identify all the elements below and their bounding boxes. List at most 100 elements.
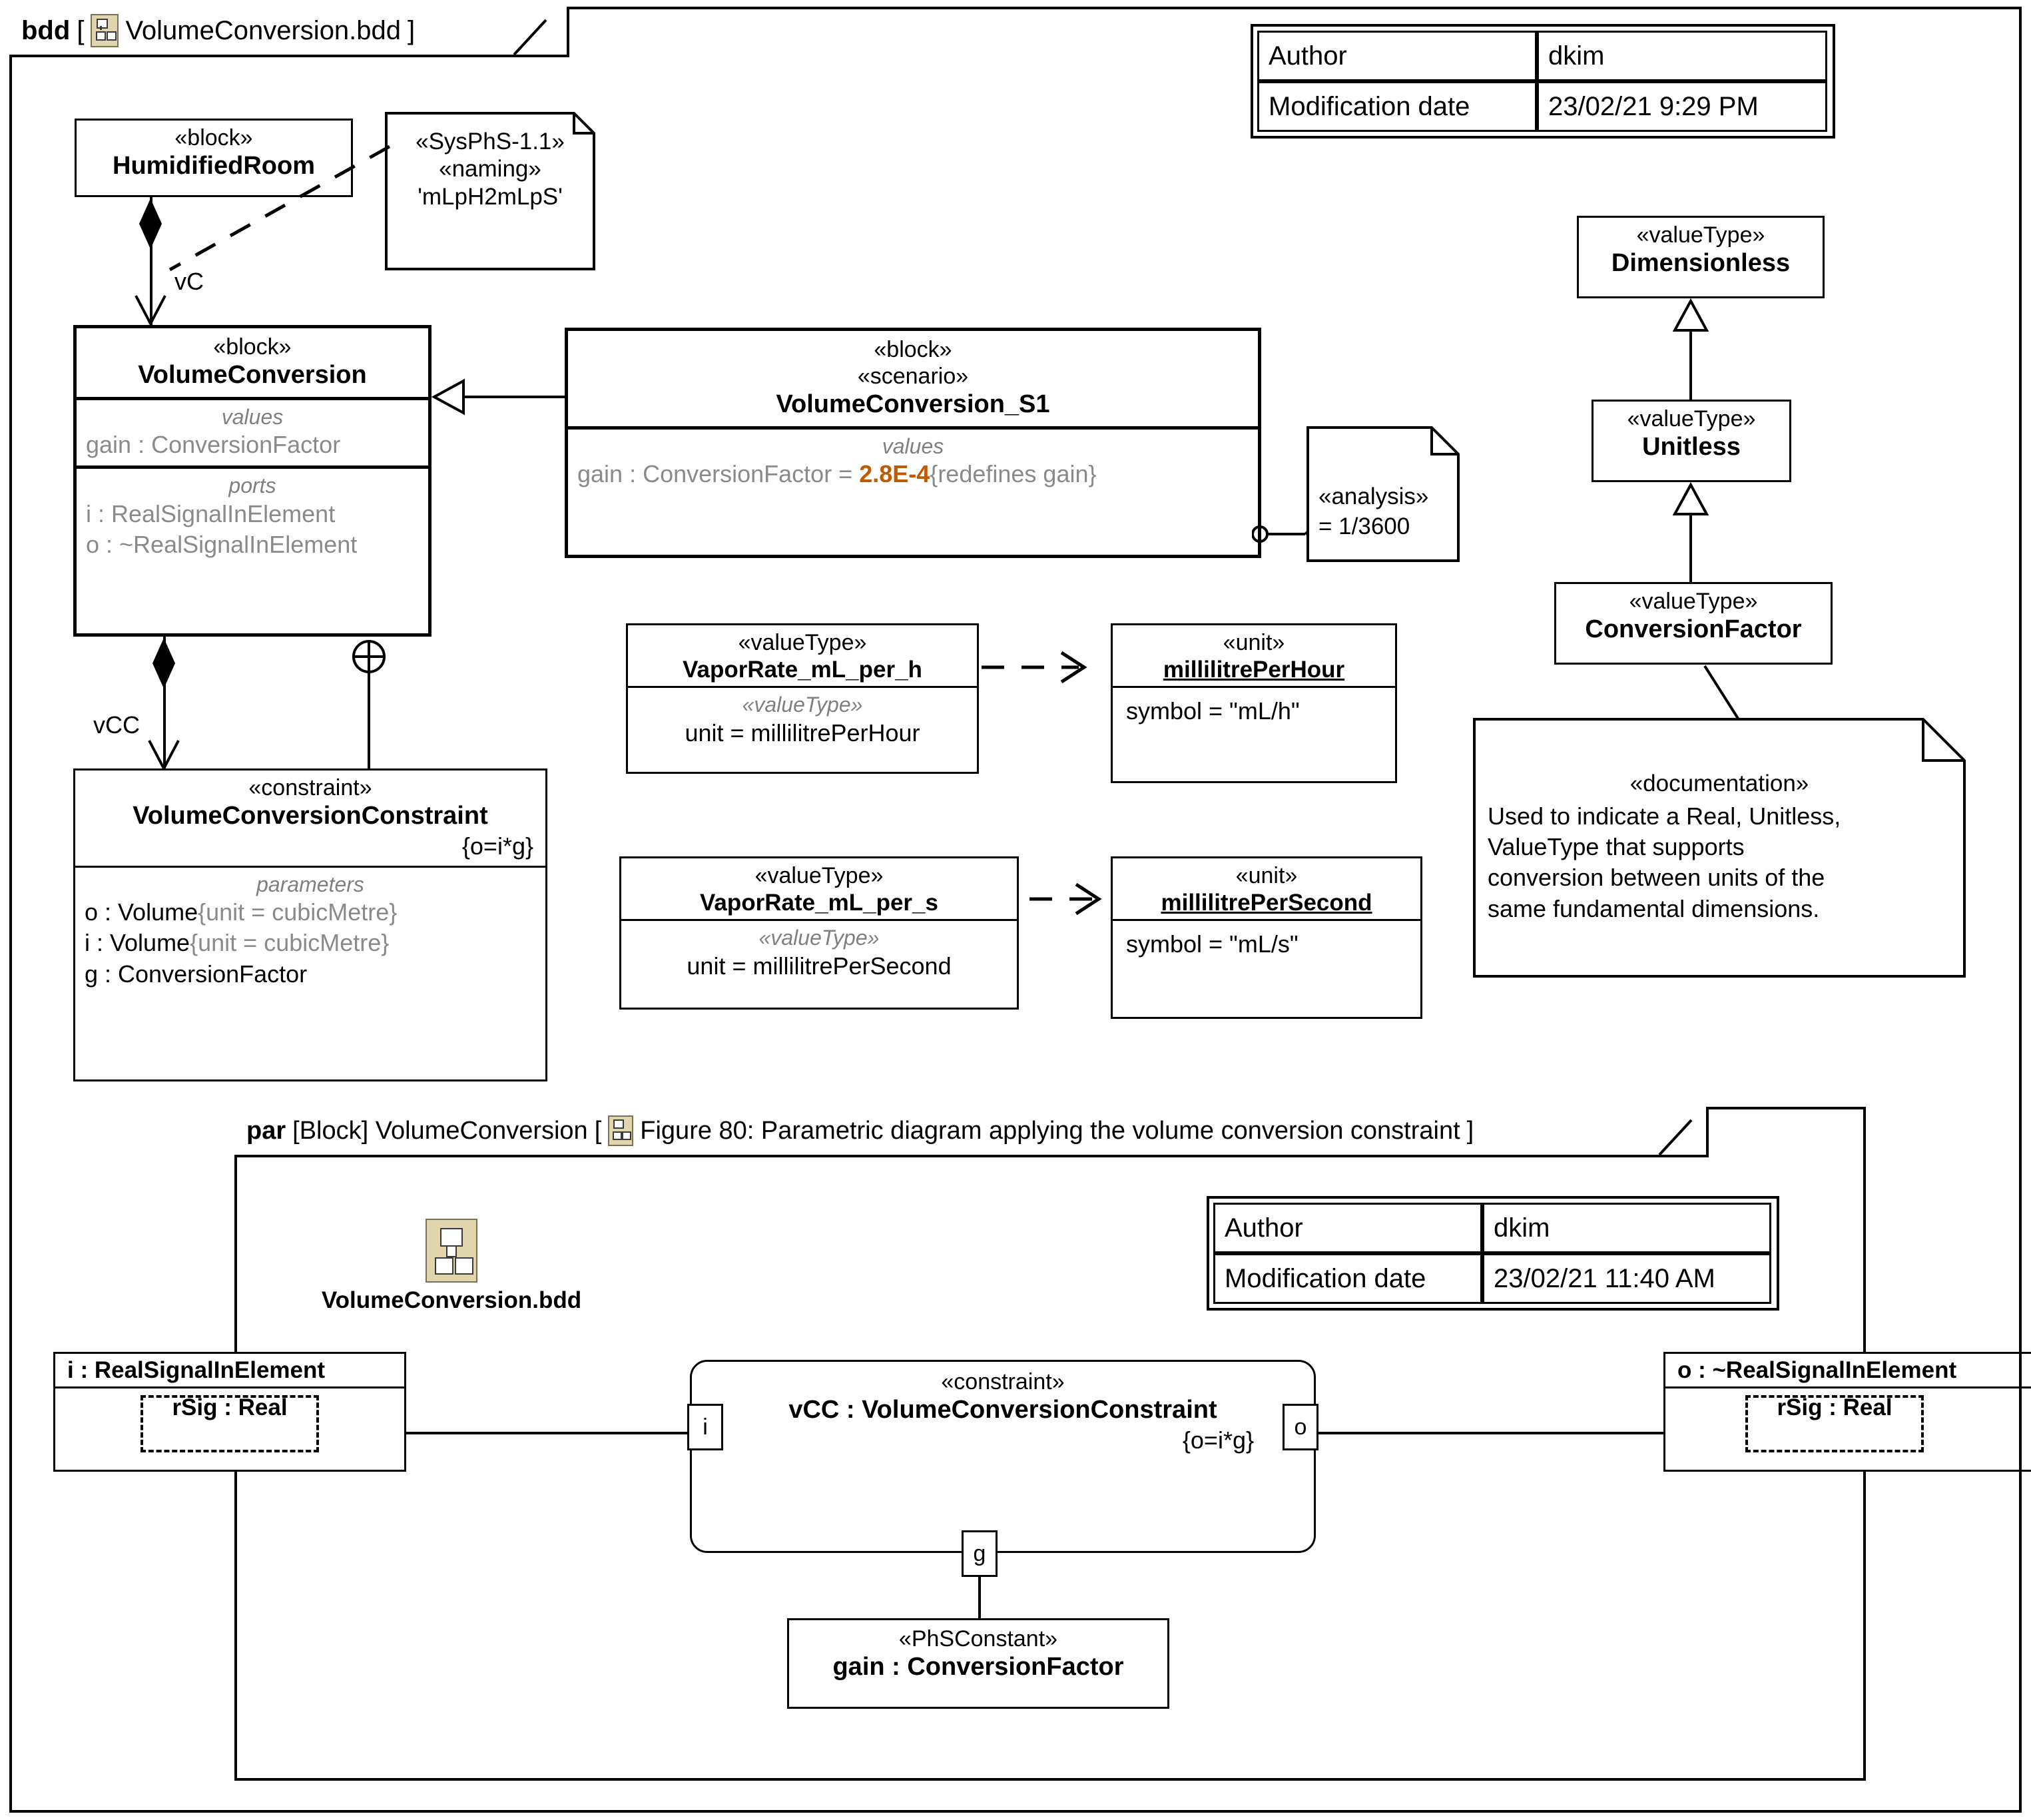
meta-value-author: dkim <box>1537 31 1827 81</box>
note-documentation-line4: same fundamental dimensions. <box>1488 894 1820 922</box>
par-bdd-reference[interactable]: VolumeConversion.bdd <box>285 1219 618 1314</box>
unitless-name: Unitless <box>1642 433 1741 461</box>
value-gain: gain : ConversionFactor <box>86 431 341 459</box>
note-naming-line2: «naming» <box>439 156 541 182</box>
block-humidified-room-name: HumidifiedRoom <box>113 152 315 180</box>
constraint-stereotype: «constraint» <box>248 775 372 800</box>
mlps-feature: symbol = "mL/s" <box>1126 930 1299 958</box>
valuetype-vapor-rate-ml-per-s[interactable]: «valueType» VaporRate_mL_per_s «valueTyp… <box>619 856 1019 1010</box>
note-analysis: «analysis» = 1/3600 <box>1306 426 1460 562</box>
par-frame-scope: [Block] VolumeConversion <box>292 1116 588 1145</box>
par-constraint-stereotype: «constraint» <box>941 1369 1065 1394</box>
par-out-port-block[interactable]: o : ~RealSignalInElement rSig : Real <box>1663 1352 2031 1472</box>
bdd-frame-open-bracket: [ <box>77 15 85 45</box>
binding-connector-gain <box>978 1576 981 1620</box>
param-o-name: o : Volume <box>85 898 198 926</box>
meta-value-modification-date: 23/02/21 9:29 PM <box>1537 81 1827 132</box>
param-g-name: g : ConversionFactor <box>85 960 308 988</box>
generalization-arrowhead-conversionfactor <box>1673 482 1709 515</box>
par-frame-close-bracket: ] <box>1466 1116 1474 1145</box>
note-analysis-line2: = 1/3600 <box>1318 513 1410 539</box>
block-volume-conversion[interactable]: «block» VolumeConversion values gain : C… <box>73 325 432 637</box>
generalization-edge-conversionfactor <box>1689 511 1692 583</box>
par-constraint-name: vCC : VolumeConversionConstraint <box>788 1396 1217 1424</box>
valuetype-dimensionless[interactable]: «valueType» Dimensionless <box>1577 216 1825 298</box>
valuetype-unitless[interactable]: «valueType» Unitless <box>1592 400 1791 482</box>
par-in-port-property: rSig : Real <box>172 1394 288 1421</box>
par-constraint-expression: {o=i*g} <box>1182 1426 1254 1454</box>
par-constraint-port-g[interactable]: g <box>962 1530 998 1577</box>
vrh-name: VaporRate_mL_per_h <box>683 657 922 683</box>
par-phs-constant[interactable]: «PhSConstant» gain : ConversionFactor <box>787 1618 1169 1709</box>
vrh-compartment-label: «valueType» <box>742 693 863 717</box>
generalization-edge-unitless <box>1689 328 1692 400</box>
vrs-stereotype: «valueType» <box>754 863 884 888</box>
composition-diamond-vcc <box>152 638 175 689</box>
par-in-port-property-box[interactable]: rSig : Real <box>141 1394 319 1453</box>
par-tab-notch <box>1658 1107 1693 1156</box>
par-out-port-property: rSig : Real <box>1777 1394 1892 1421</box>
valuetype-conversion-factor[interactable]: «valueType» ConversionFactor <box>1554 582 1833 665</box>
s1-values-compartment-label: values <box>882 434 944 459</box>
par-in-port-header: i : RealSignalInElement <box>67 1357 326 1383</box>
note-analysis-line1: «analysis» <box>1318 483 1429 509</box>
block-s1-name: VolumeConversion_S1 <box>776 390 1050 419</box>
unit-millilitre-per-second[interactable]: «unit» millilitrePerSecond symbol = "mL/… <box>1111 856 1422 1019</box>
conversionfactor-name: ConversionFactor <box>1585 615 1802 644</box>
binding-connector-out <box>1317 1432 1665 1434</box>
port-i: i : RealSignalInElement <box>86 499 336 527</box>
containment-circle-plus-icon <box>352 640 386 673</box>
par-frame-left-edge-upper <box>234 1299 237 1353</box>
par-meta-key-modification-date: Modification date <box>1213 1253 1482 1304</box>
s1-value-redefines: {redefines gain} <box>930 460 1097 488</box>
par-constraint-port-o[interactable]: o <box>1283 1404 1318 1450</box>
note-naming: «SysPhS-1.1» «naming» 'mLpH2mLpS' <box>385 112 595 270</box>
par-constraint-property[interactable]: «constraint» vCC : VolumeConversionConst… <box>690 1360 1316 1553</box>
containment-edge <box>368 671 370 771</box>
unitless-stereotype: «valueType» <box>1627 406 1756 432</box>
block-s1-stereotype-block: «block» <box>874 337 952 362</box>
edge-label-vcc: vCC <box>93 711 140 739</box>
outer-frame-right-edge-seg <box>2019 1352 2022 1492</box>
par-frame-tab: par [Block] VolumeConversion [ Figure 80… <box>234 1107 1709 1157</box>
conversionfactor-stereotype: «valueType» <box>1629 589 1758 614</box>
generalization-arrowhead-unitless <box>1673 298 1709 332</box>
valuetype-vapor-rate-ml-per-h[interactable]: «valueType» VaporRate_mL_per_h «valueTyp… <box>626 623 979 774</box>
bdd-diagram-icon <box>91 14 119 47</box>
values-compartment-label: values <box>221 404 284 429</box>
ports-compartment-label: ports <box>228 473 276 498</box>
bdd-frame-title: VolumeConversion.bdd <box>125 15 402 45</box>
par-meta-table: Author dkim Modification date 23/02/21 1… <box>1207 1196 1779 1311</box>
note-documentation-line3: conversion between units of the <box>1488 864 1825 892</box>
arrowhead-vcc <box>148 740 180 772</box>
edge-label-vc: vC <box>174 268 204 295</box>
note-naming-line1: «SysPhS-1.1» <box>416 129 565 154</box>
par-meta-value-modification-date: 23/02/21 11:40 AM <box>1482 1253 1771 1304</box>
generalization-edge-s1 <box>459 396 566 398</box>
par-meta-value-author: dkim <box>1482 1203 1771 1253</box>
meta-key-modification-date: Modification date <box>1257 81 1537 132</box>
bdd-frame-tab: bdd [ VolumeConversion.bdd ] <box>9 7 569 57</box>
vrs-compartment-label: «valueType» <box>758 926 880 950</box>
par-out-port-property-box[interactable]: rSig : Real <box>1745 1394 1924 1453</box>
note-naming-line3: 'mLpH2mLpS' <box>418 183 563 210</box>
s1-value-number: 2.8E-4 <box>859 460 930 488</box>
par-frame-open-bracket: [ <box>594 1116 602 1145</box>
dependency-arrow-vrh-to-unit-h <box>982 651 1087 684</box>
par-diagram-icon <box>608 1115 634 1146</box>
param-i-unit: {unit = cubicMetre} <box>190 929 390 957</box>
block-volume-conversion-constraint[interactable]: «constraint» VolumeConversionConstraint … <box>73 768 547 1081</box>
vrs-name: VaporRate_mL_per_s <box>700 890 938 916</box>
vrs-feature: unit = millilitrePerSecond <box>687 952 952 980</box>
par-meta-key-author: Author <box>1213 1203 1482 1253</box>
unit-millilitre-per-hour[interactable]: «unit» millilitrePerHour symbol = "mL/h" <box>1111 623 1397 783</box>
note-documentation-line1: Used to indicate a Real, Unitless, <box>1488 802 1841 830</box>
par-in-port-block[interactable]: i : RealSignalInElement rSig : Real <box>53 1352 406 1472</box>
binding-connector-in <box>405 1432 691 1434</box>
par-constraint-port-i[interactable]: i <box>687 1404 723 1450</box>
block-volume-conversion-s1[interactable]: «block» «scenario» VolumeConversion_S1 v… <box>565 328 1261 558</box>
s1-value-name: gain : ConversionFactor = <box>577 460 860 488</box>
mlph-name: millilitrePerHour <box>1163 657 1345 683</box>
block-humidified-room[interactable]: «block» HumidifiedRoom <box>75 119 353 197</box>
